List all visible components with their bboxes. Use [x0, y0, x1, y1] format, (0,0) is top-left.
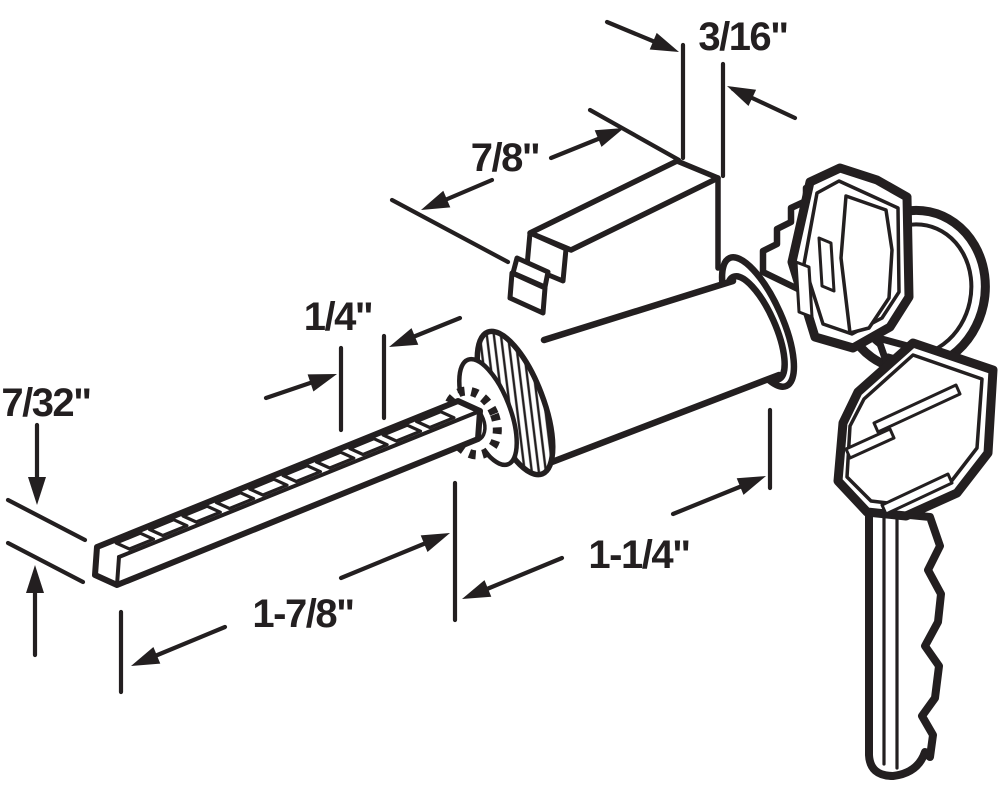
hanging-key-groove [880, 472, 954, 516]
mounting-block-step-foot [507, 270, 548, 316]
rack-bar-slot [348, 437, 389, 457]
rack-bar-slot [181, 504, 222, 524]
rack-bar-slot [214, 491, 256, 511]
dim-arrow-shaft [410, 315, 463, 340]
dim-arrow-shaft [338, 540, 429, 581]
dimension-annotations: 3/16" 7/8" 1/4" 7/32" [1, 15, 798, 695]
extension-line [389, 197, 511, 265]
rack-bar-ridge [117, 409, 482, 559]
dim-arrow-shaft [484, 555, 565, 592]
extension-line [5, 540, 86, 585]
dim-label-1-7-8: 1-7/8" [252, 592, 353, 636]
mounting-block [507, 158, 721, 316]
arrowhead-icon [28, 477, 46, 505]
dim-label-1-1-4: 1-1/4" [588, 533, 689, 577]
inserted-key [759, 163, 914, 353]
arrowhead-icon [649, 32, 679, 52]
rack-bar-slot [415, 410, 456, 430]
arrowhead-icon [736, 476, 766, 495]
hanging-key-groove [872, 383, 962, 434]
arrowhead-icon [307, 374, 337, 392]
rack-bar [92, 398, 483, 588]
cylinder-body-surface [544, 281, 779, 462]
rack-bar-end-edge [115, 555, 121, 587]
rack-bar-slot [281, 464, 322, 484]
dim-3-16: 3/16" [604, 15, 798, 179]
arrowhead-icon [420, 533, 450, 552]
dim-arrow-shaft [548, 134, 606, 161]
dim-arrow-shaft [152, 624, 228, 659]
cylinder-body [540, 254, 798, 466]
rack-bar-slot [314, 450, 356, 470]
inserted-key-groove [817, 236, 836, 293]
dim-label-1-4: 1/4" [304, 295, 373, 339]
arrowhead-icon [26, 565, 44, 593]
cylinder-body-bottom-edge [548, 371, 783, 466]
rack-bar-slot [148, 518, 189, 538]
hanging-key-groove [844, 427, 896, 460]
arrowhead-icon [594, 128, 624, 147]
dim-1-1-4: 1-1/4" [462, 407, 773, 599]
dim-label-3-16: 3/16" [698, 15, 787, 59]
dim-arrow-shaft [670, 483, 745, 517]
rack-bar-slot [248, 477, 289, 497]
dim-1-4: 1/4" [263, 295, 463, 433]
arrowhead-icon [462, 580, 492, 599]
inserted-key-bow-panel [839, 194, 894, 335]
extension-line [587, 107, 682, 163]
arrowhead-icon [389, 328, 419, 347]
dim-1-7-8: 1-7/8" [118, 480, 458, 695]
hanging-key [833, 334, 998, 780]
arrowhead-icon [727, 86, 757, 106]
dim-label-7-32: 7/32" [1, 381, 90, 425]
mounting-block-front-face [560, 178, 718, 290]
rack-bar-outline [92, 398, 483, 588]
hanging-key-blade [865, 507, 945, 780]
arrowhead-icon [131, 647, 161, 666]
rack-bar-slot [114, 531, 156, 551]
rack-bar-slots [114, 410, 456, 551]
cylinder-body-top-edge [540, 277, 737, 344]
dim-7-32: 7/32" [1, 381, 92, 658]
dim-label-7-8: 7/8" [471, 136, 540, 180]
extension-line [5, 497, 88, 543]
dim-arrow-shaft [442, 177, 495, 203]
dim-7-8: 7/8" [389, 107, 682, 265]
rack-bar-slot [381, 423, 423, 443]
hanging-key-bow-inner-line [845, 353, 984, 507]
inserted-key-groove [794, 260, 814, 319]
arrowhead-icon [421, 190, 451, 210]
dim-arrow-shaft [263, 379, 316, 401]
